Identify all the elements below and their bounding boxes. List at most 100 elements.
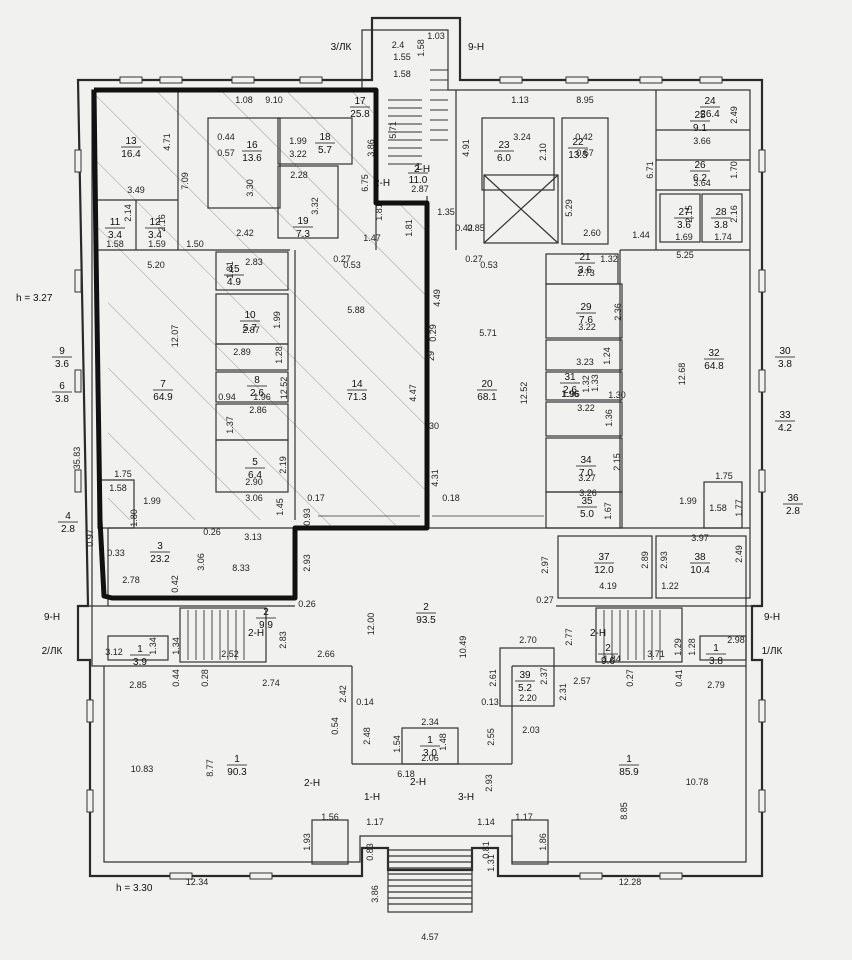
room-label: 22 13.5 xyxy=(568,137,588,161)
dimension-label: 0.54 xyxy=(330,717,340,735)
dimension-label: 1.81 xyxy=(225,261,235,279)
dimension-label: 1.45 xyxy=(275,498,285,516)
dimension-label: 1.03 xyxy=(427,31,445,41)
dimension-label: 12.00 xyxy=(366,613,376,636)
room-labels: 1316.4113.4123.41613.6185.7197.31725.811… xyxy=(52,96,803,778)
axis-label: 2-Н xyxy=(410,777,426,788)
dimension-label: 2.83 xyxy=(245,257,263,267)
room-label: 93.6 xyxy=(52,346,72,370)
dimension-label: 0.83 xyxy=(365,843,375,861)
dimension-label: 8.33 xyxy=(232,563,250,573)
dimension-label: 1.36 xyxy=(604,409,614,427)
room-number: 6 xyxy=(59,381,65,392)
room-area: 64.8 xyxy=(704,361,724,372)
dimension-label: 0.26 xyxy=(203,527,221,537)
dimension-label: 1.35 xyxy=(437,207,455,217)
dimension-label: 1.50 xyxy=(186,239,204,249)
room-number: 22 xyxy=(572,137,584,148)
room-number: 2 xyxy=(605,643,611,654)
room-label: 185.9 xyxy=(619,754,639,778)
room-label: 123.4 xyxy=(145,217,165,241)
room-number: 28 xyxy=(715,207,727,218)
dimension-label: 1.17 xyxy=(515,812,533,822)
dimension-label: 1.99 xyxy=(272,311,282,329)
dimension-label: 2.14 xyxy=(123,204,133,222)
room-area: 3.8 xyxy=(709,656,723,667)
room-label: 82.6 xyxy=(247,375,267,399)
room-number: 32 xyxy=(708,348,720,359)
dimension-label: 5.71 xyxy=(479,328,497,338)
dimension-label: 4.31 xyxy=(430,469,440,487)
dimension-label: 2.61 xyxy=(488,669,498,687)
room-area: 90.3 xyxy=(227,767,247,778)
room-area: 5.2 xyxy=(518,683,532,694)
dimension-label: 2.90 xyxy=(245,477,263,487)
room-number: 3 xyxy=(157,541,163,552)
room-label: 303.8 xyxy=(775,346,795,370)
dimension-label: 2.49 xyxy=(729,106,739,124)
room-label: 273.6 xyxy=(674,207,694,231)
room-number: 27 xyxy=(678,207,690,218)
dimension-label: 10.83 xyxy=(131,764,154,774)
room-area: 3.0 xyxy=(423,748,437,759)
dimension-label: 2.73 xyxy=(577,268,595,278)
dimension-label: 0.27 xyxy=(625,669,635,687)
dimension-label: 1.55 xyxy=(393,52,411,62)
room-area: 9.6 xyxy=(601,656,615,667)
dimension-label: 1.81 xyxy=(374,203,384,221)
dimension-label: 1.84 xyxy=(603,654,621,664)
dimension-label: 8.95 xyxy=(576,95,594,105)
room-number: 39 xyxy=(519,670,531,681)
dimension-label: 3.86 xyxy=(366,139,376,157)
room-area: 7.6 xyxy=(579,315,593,326)
room-number: 13 xyxy=(125,136,137,147)
dimension-label: 0.27 xyxy=(465,254,483,264)
dimension-label: 0.57 xyxy=(576,148,594,158)
dimension-label: 2.31 xyxy=(558,683,568,701)
dimension-label: 1.74 xyxy=(714,232,732,242)
windows xyxy=(74,76,766,880)
dimension-label: 2.60 xyxy=(583,228,601,238)
room-area: 3.6 xyxy=(677,220,691,231)
dimension-label: 1.58 xyxy=(106,239,124,249)
dimension-label: 2.36 xyxy=(613,303,623,321)
dimension-label: 2.87 xyxy=(242,325,260,335)
dimension-label: 1.34 xyxy=(171,637,181,655)
dimension-label: 4.71 xyxy=(162,133,172,151)
axis-label: 2-Н xyxy=(414,164,430,175)
dimension-label: 1.96 xyxy=(561,389,579,399)
dimension-label: 2.85 xyxy=(129,680,147,690)
room-number: 16 xyxy=(246,140,258,151)
room-number: 1 xyxy=(713,643,719,654)
room-number: 35 xyxy=(581,496,593,507)
dimension-label: 2.89 xyxy=(640,551,650,569)
dimension-label: 3.13 xyxy=(244,532,262,542)
room-number: 12 xyxy=(149,217,161,228)
dimension-label: 0.33 xyxy=(107,548,125,558)
dimension-label: 1.24 xyxy=(602,347,612,365)
room-label: 283.8 xyxy=(711,207,731,231)
dimension-label: 4.47 xyxy=(408,384,418,402)
dimension-label: 1.58 xyxy=(393,69,411,79)
dimension-label: 3.22 xyxy=(577,403,595,413)
room-area: 3.9 xyxy=(133,657,147,668)
dimension-label: 3.71 xyxy=(647,649,665,659)
dimension-label: 1.58 xyxy=(416,39,426,57)
dimension-label: 3.49 xyxy=(127,185,145,195)
dimension-label: 3.23 xyxy=(576,357,594,367)
room-area: 3.4 xyxy=(108,230,122,241)
room-area: 13.5 xyxy=(568,150,588,161)
room-label: 323.2 xyxy=(150,541,170,565)
axis-label: 2-Н xyxy=(590,628,606,639)
dimension-label: 0.44 xyxy=(171,669,181,687)
dimension-label: 3.22 xyxy=(578,322,596,332)
dimension-label: 1.70 xyxy=(729,161,739,179)
dimension-label: 1.29 xyxy=(673,638,683,656)
room-label: 213.6 xyxy=(575,252,595,276)
dimension-label: 3.66 xyxy=(693,136,711,146)
dimension-label: 30 xyxy=(429,421,439,431)
